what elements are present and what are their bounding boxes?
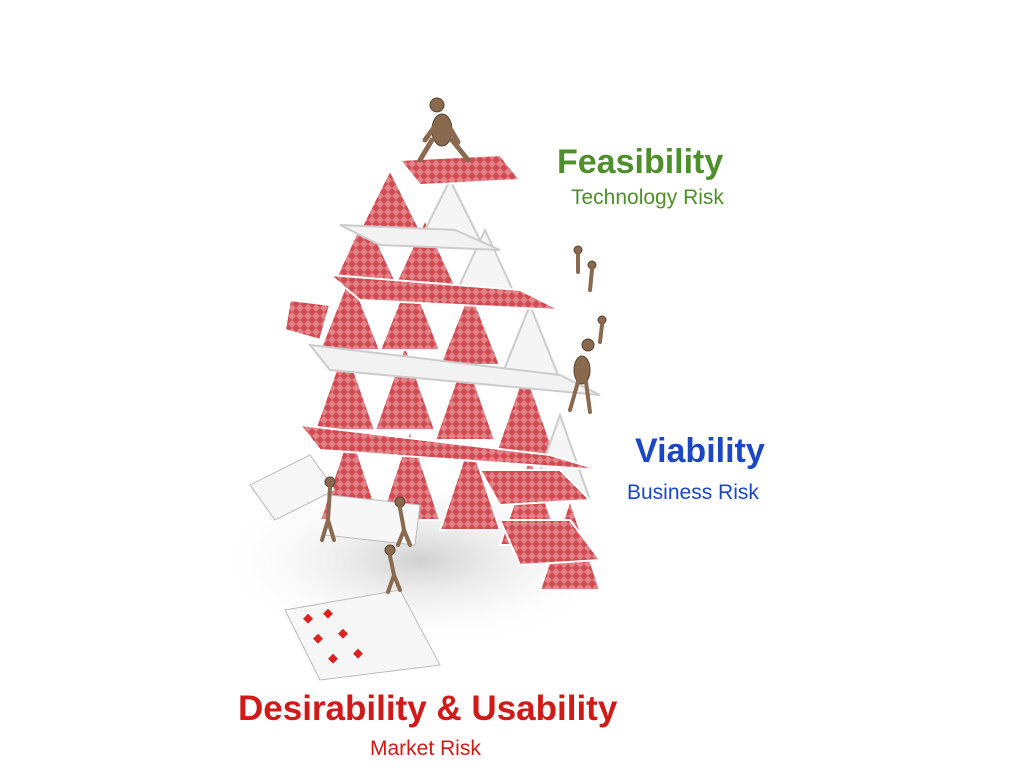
desirability-subtitle: Market Risk <box>370 737 481 760</box>
viability-title: Viability <box>635 432 765 470</box>
ground-figure-icon <box>320 476 412 594</box>
platform-cards <box>283 224 602 567</box>
card-tower <box>313 153 602 591</box>
viability-subtitle: Business Risk <box>627 481 759 504</box>
top-figure-icon <box>417 97 471 163</box>
feasibility-subtitle: Technology Risk <box>571 186 724 209</box>
desirability-title: Desirability & Usability <box>238 689 618 728</box>
small-figure-icon <box>573 245 607 344</box>
mannequin-figures <box>320 97 607 594</box>
climbing-figure-icon <box>568 338 595 414</box>
scattered-cards <box>249 454 441 681</box>
feasibility-title: Feasibility <box>557 143 724 181</box>
tower-row-4 <box>318 272 562 381</box>
